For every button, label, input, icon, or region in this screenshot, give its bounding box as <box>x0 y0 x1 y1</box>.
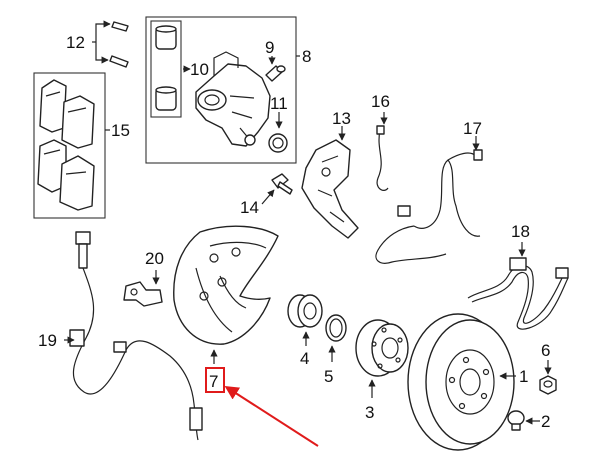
brake-pads <box>37 79 95 211</box>
abs-sensor-bracket <box>123 281 163 307</box>
callout-4: 4 <box>300 349 309 368</box>
guide-bolt-box <box>150 20 182 118</box>
guide-pins <box>109 21 129 68</box>
callout-6: 6 <box>541 341 550 360</box>
wheel-bearing <box>287 294 323 328</box>
guide-pin-bushings <box>155 25 177 111</box>
caliper-support-bracket <box>301 139 359 239</box>
callout-1: 1 <box>519 367 528 386</box>
caliper-seal-ring <box>268 133 288 153</box>
callout-15: 15 <box>111 121 130 140</box>
rotor-screw <box>507 410 525 431</box>
pad-wear-sensor <box>376 125 389 191</box>
bleeder-screw <box>265 65 286 82</box>
callout-17: 17 <box>463 119 482 138</box>
callout-3: 3 <box>365 403 374 422</box>
brake-caliper <box>195 51 271 147</box>
abs-wire-harness <box>375 149 483 264</box>
caliper-group-box <box>145 16 297 164</box>
callout-9: 9 <box>265 38 274 57</box>
highlight-box <box>205 367 225 393</box>
brake-pad-box <box>33 72 106 219</box>
wheel-hub <box>355 319 409 377</box>
callout-19: 19 <box>38 331 57 350</box>
callout-8: 8 <box>302 47 311 66</box>
callout-20: 20 <box>145 249 164 268</box>
callout-11: 11 <box>270 94 288 113</box>
callout-18: 18 <box>511 222 530 241</box>
callout-7: 7 <box>209 372 218 391</box>
hub-nut <box>539 375 557 395</box>
callout-14: 14 <box>240 198 259 217</box>
callout-12: 12 <box>66 33 85 52</box>
red-pointer-arrow <box>224 385 319 447</box>
callout-16: 16 <box>371 92 390 111</box>
brake-hose <box>467 257 569 330</box>
callout-5: 5 <box>324 367 333 386</box>
abs-wheel-speed-sensor <box>69 231 203 441</box>
callout-13: 13 <box>332 109 351 128</box>
callout-10: 10 <box>190 60 209 79</box>
bracket-bolt <box>271 173 293 195</box>
snap-ring <box>325 314 347 342</box>
brake-splash-shield <box>173 225 279 345</box>
brake-rotor <box>407 313 515 451</box>
callout-2: 2 <box>541 412 550 431</box>
